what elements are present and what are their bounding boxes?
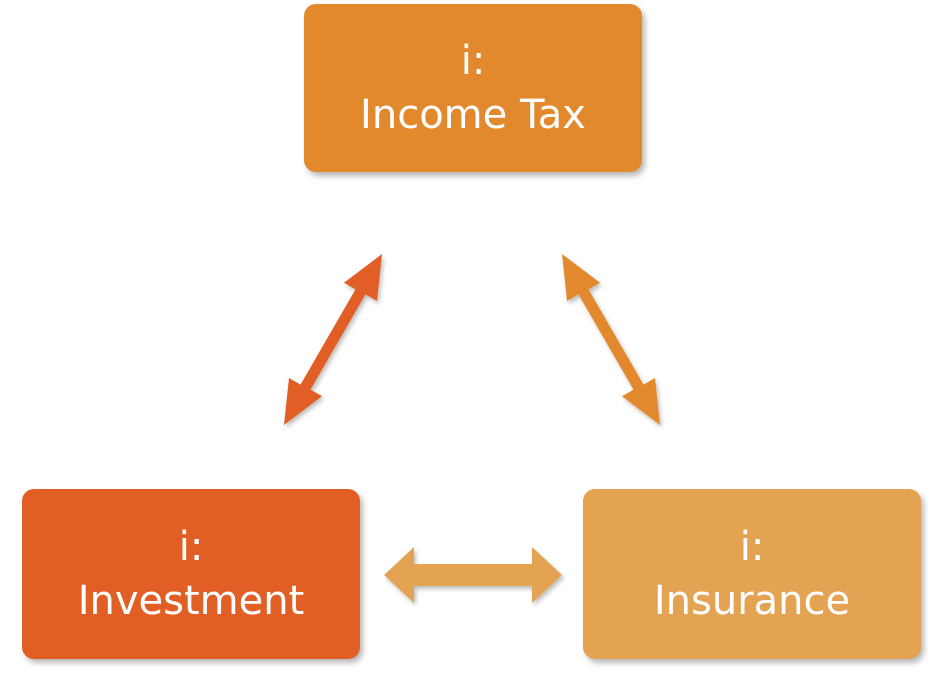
investment-node: i: Investment bbox=[22, 489, 360, 659]
investment-prefix: i: bbox=[178, 524, 204, 570]
insurance-node: i: Insurance bbox=[583, 489, 921, 659]
arrow-investment-insurance bbox=[384, 547, 562, 603]
arrow-incometax-insurance bbox=[562, 254, 660, 425]
income-tax-prefix: i: bbox=[460, 38, 486, 84]
income-tax-label: Income Tax bbox=[360, 92, 586, 138]
investment-label: Investment bbox=[77, 578, 305, 624]
insurance-prefix: i: bbox=[739, 524, 765, 570]
income-tax-node: i: Income Tax bbox=[304, 4, 642, 172]
insurance-label: Insurance bbox=[653, 578, 851, 624]
arrow-incometax-investment bbox=[284, 254, 382, 425]
